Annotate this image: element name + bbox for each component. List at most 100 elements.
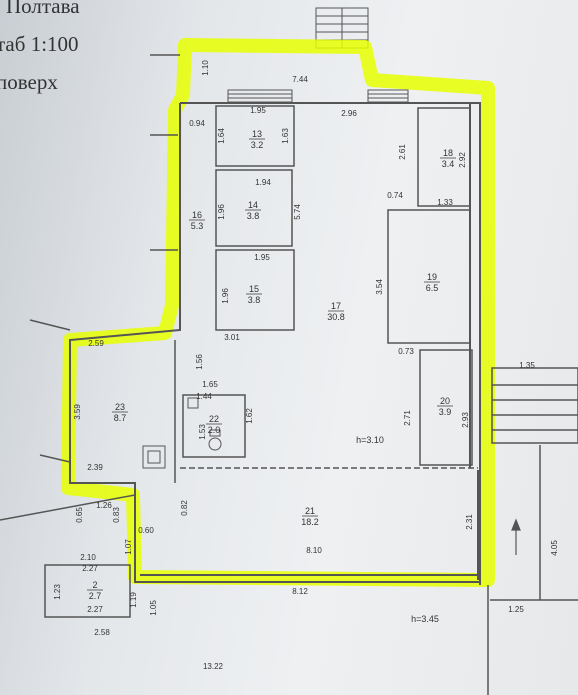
dimension-label: 13.22 — [203, 662, 224, 671]
dimension-label: 5.74 — [293, 204, 302, 220]
dimension-label: 0.73 — [398, 347, 414, 356]
dimension-label: 2.96 — [341, 109, 357, 118]
dimension-label: 1.10 — [201, 60, 210, 76]
floor-label: поверх — [0, 70, 58, 94]
room-19-label: 196.5 — [424, 272, 440, 293]
room-22-label: 222.0 — [206, 414, 222, 435]
dimension-label: 2.10 — [80, 553, 96, 562]
dimension-label: 1.56 — [195, 354, 204, 370]
room-area: 6.5 — [426, 283, 439, 293]
window-strips — [227, 89, 409, 103]
interior-walls — [0, 54, 578, 695]
room-number: 23 — [115, 402, 125, 412]
dimension-label: 0.74 — [387, 191, 403, 200]
dimension-label: 1.94 — [255, 178, 271, 187]
room-area: 18.2 — [301, 517, 319, 527]
room-area: 3.8 — [247, 211, 260, 221]
dimension-label: 1.19 — [129, 592, 138, 608]
dimension-label: 1.96 — [221, 288, 230, 304]
dimension-label: 2.39 — [87, 463, 103, 472]
dimension-label: 1.64 — [217, 128, 226, 144]
room-23-label: 238.7 — [112, 402, 128, 423]
dimension-label: 1.26 — [96, 501, 112, 510]
dimension-label: 7.44 — [292, 75, 308, 84]
dimension-label: 1.23 — [53, 584, 62, 600]
room-number: 19 — [427, 272, 437, 282]
dimension-label: 1.95 — [254, 253, 270, 262]
room-14-label: 143.8 — [245, 200, 261, 221]
room-18-label: 183.4 — [440, 148, 456, 169]
city-title: Полтава — [6, 0, 80, 18]
dimension-label: 2.59 — [88, 339, 104, 348]
dimension-label: 2.58 — [94, 628, 110, 637]
dimension-label: 3.59 — [73, 404, 82, 420]
room-area: 3.9 — [439, 407, 452, 417]
room-number: 16 — [192, 210, 202, 220]
dimension-label: 0.83 — [112, 507, 121, 523]
room-number: 20 — [440, 396, 450, 406]
dimension-label: 1.53 — [198, 424, 207, 440]
room-area: 3.2 — [251, 140, 264, 150]
room-16-label: 165.3 — [189, 210, 205, 231]
dimension-label: 2.71 — [403, 410, 412, 426]
room-area: 30.8 — [327, 312, 345, 322]
ceiling-height-label: h=3.45 — [411, 614, 439, 624]
room-area: 2.0 — [208, 425, 221, 435]
dimension-label: 1.35 — [519, 361, 535, 370]
room-area: 8.7 — [114, 413, 127, 423]
dashed-marks — [215, 250, 295, 330]
dimension-label: 0.65 — [75, 507, 84, 523]
dimension-label: 2.93 — [461, 412, 470, 428]
room-number: 13 — [252, 129, 262, 139]
dimension-label: 1.62 — [245, 408, 254, 424]
dimension-label: 2.27 — [82, 564, 98, 573]
room-area: 3.8 — [248, 295, 261, 305]
sink-icon — [142, 445, 166, 469]
dimension-label: 1.95 — [250, 106, 266, 115]
dimension-label: 0.94 — [189, 119, 205, 128]
room-number: 14 — [248, 200, 258, 210]
room-number: 2 — [92, 580, 97, 590]
dimension-labels: 1.10 7.44 1.95 2.96 0.94 1.64 1.63 2.61 2.92 1.94… — [53, 60, 559, 671]
room-labels: 133.2143.8153.8165.31730.8183.4196.5203.… — [87, 129, 456, 601]
dimension-label: 1.05 — [149, 600, 158, 616]
room-number: 21 — [305, 506, 315, 516]
dimension-label: 0.60 — [138, 526, 154, 535]
room-area: 2.7 — [89, 591, 102, 601]
dimension-label: 1.07 — [124, 539, 133, 555]
room-number: 17 — [331, 301, 341, 311]
dimension-label: 1.96 — [217, 204, 226, 220]
arrow-icon — [511, 518, 521, 555]
dimension-label: 1.33 — [437, 198, 453, 207]
dimension-label: 8.12 — [292, 587, 308, 596]
room-number: 22 — [209, 414, 219, 424]
dimension-label: 1.44 — [196, 392, 212, 401]
toilet-icon — [187, 397, 222, 451]
dimension-label: 0.82 — [180, 500, 189, 516]
room-area: 5.3 — [191, 221, 204, 231]
dimension-label: 2.31 — [465, 514, 474, 530]
ceiling-height-label: h=3.10 — [356, 435, 384, 445]
dimension-label: 4.05 — [550, 540, 559, 556]
dimension-label: 8.10 — [306, 546, 322, 555]
dimension-label: 2.92 — [458, 152, 467, 168]
dimension-label: 1.25 — [508, 605, 524, 614]
room-area: 3.4 — [442, 159, 455, 169]
room-13-label: 133.2 — [249, 129, 265, 150]
dimension-label: 3.01 — [224, 333, 240, 342]
room-2-label: 22.7 — [87, 580, 103, 601]
room-number: 18 — [443, 148, 453, 158]
dimension-label: 1.65 — [202, 380, 218, 389]
dimension-label: 2.61 — [398, 144, 407, 160]
room-15-label: 153.8 — [246, 284, 262, 305]
scale-label: таб 1:100 — [0, 32, 79, 56]
dimension-label: 1.63 — [281, 128, 290, 144]
dimension-label: 3.54 — [375, 279, 384, 295]
dimension-label: 2.27 — [87, 605, 103, 614]
highlight-outline — [61, 38, 495, 587]
room-number: 15 — [249, 284, 259, 294]
